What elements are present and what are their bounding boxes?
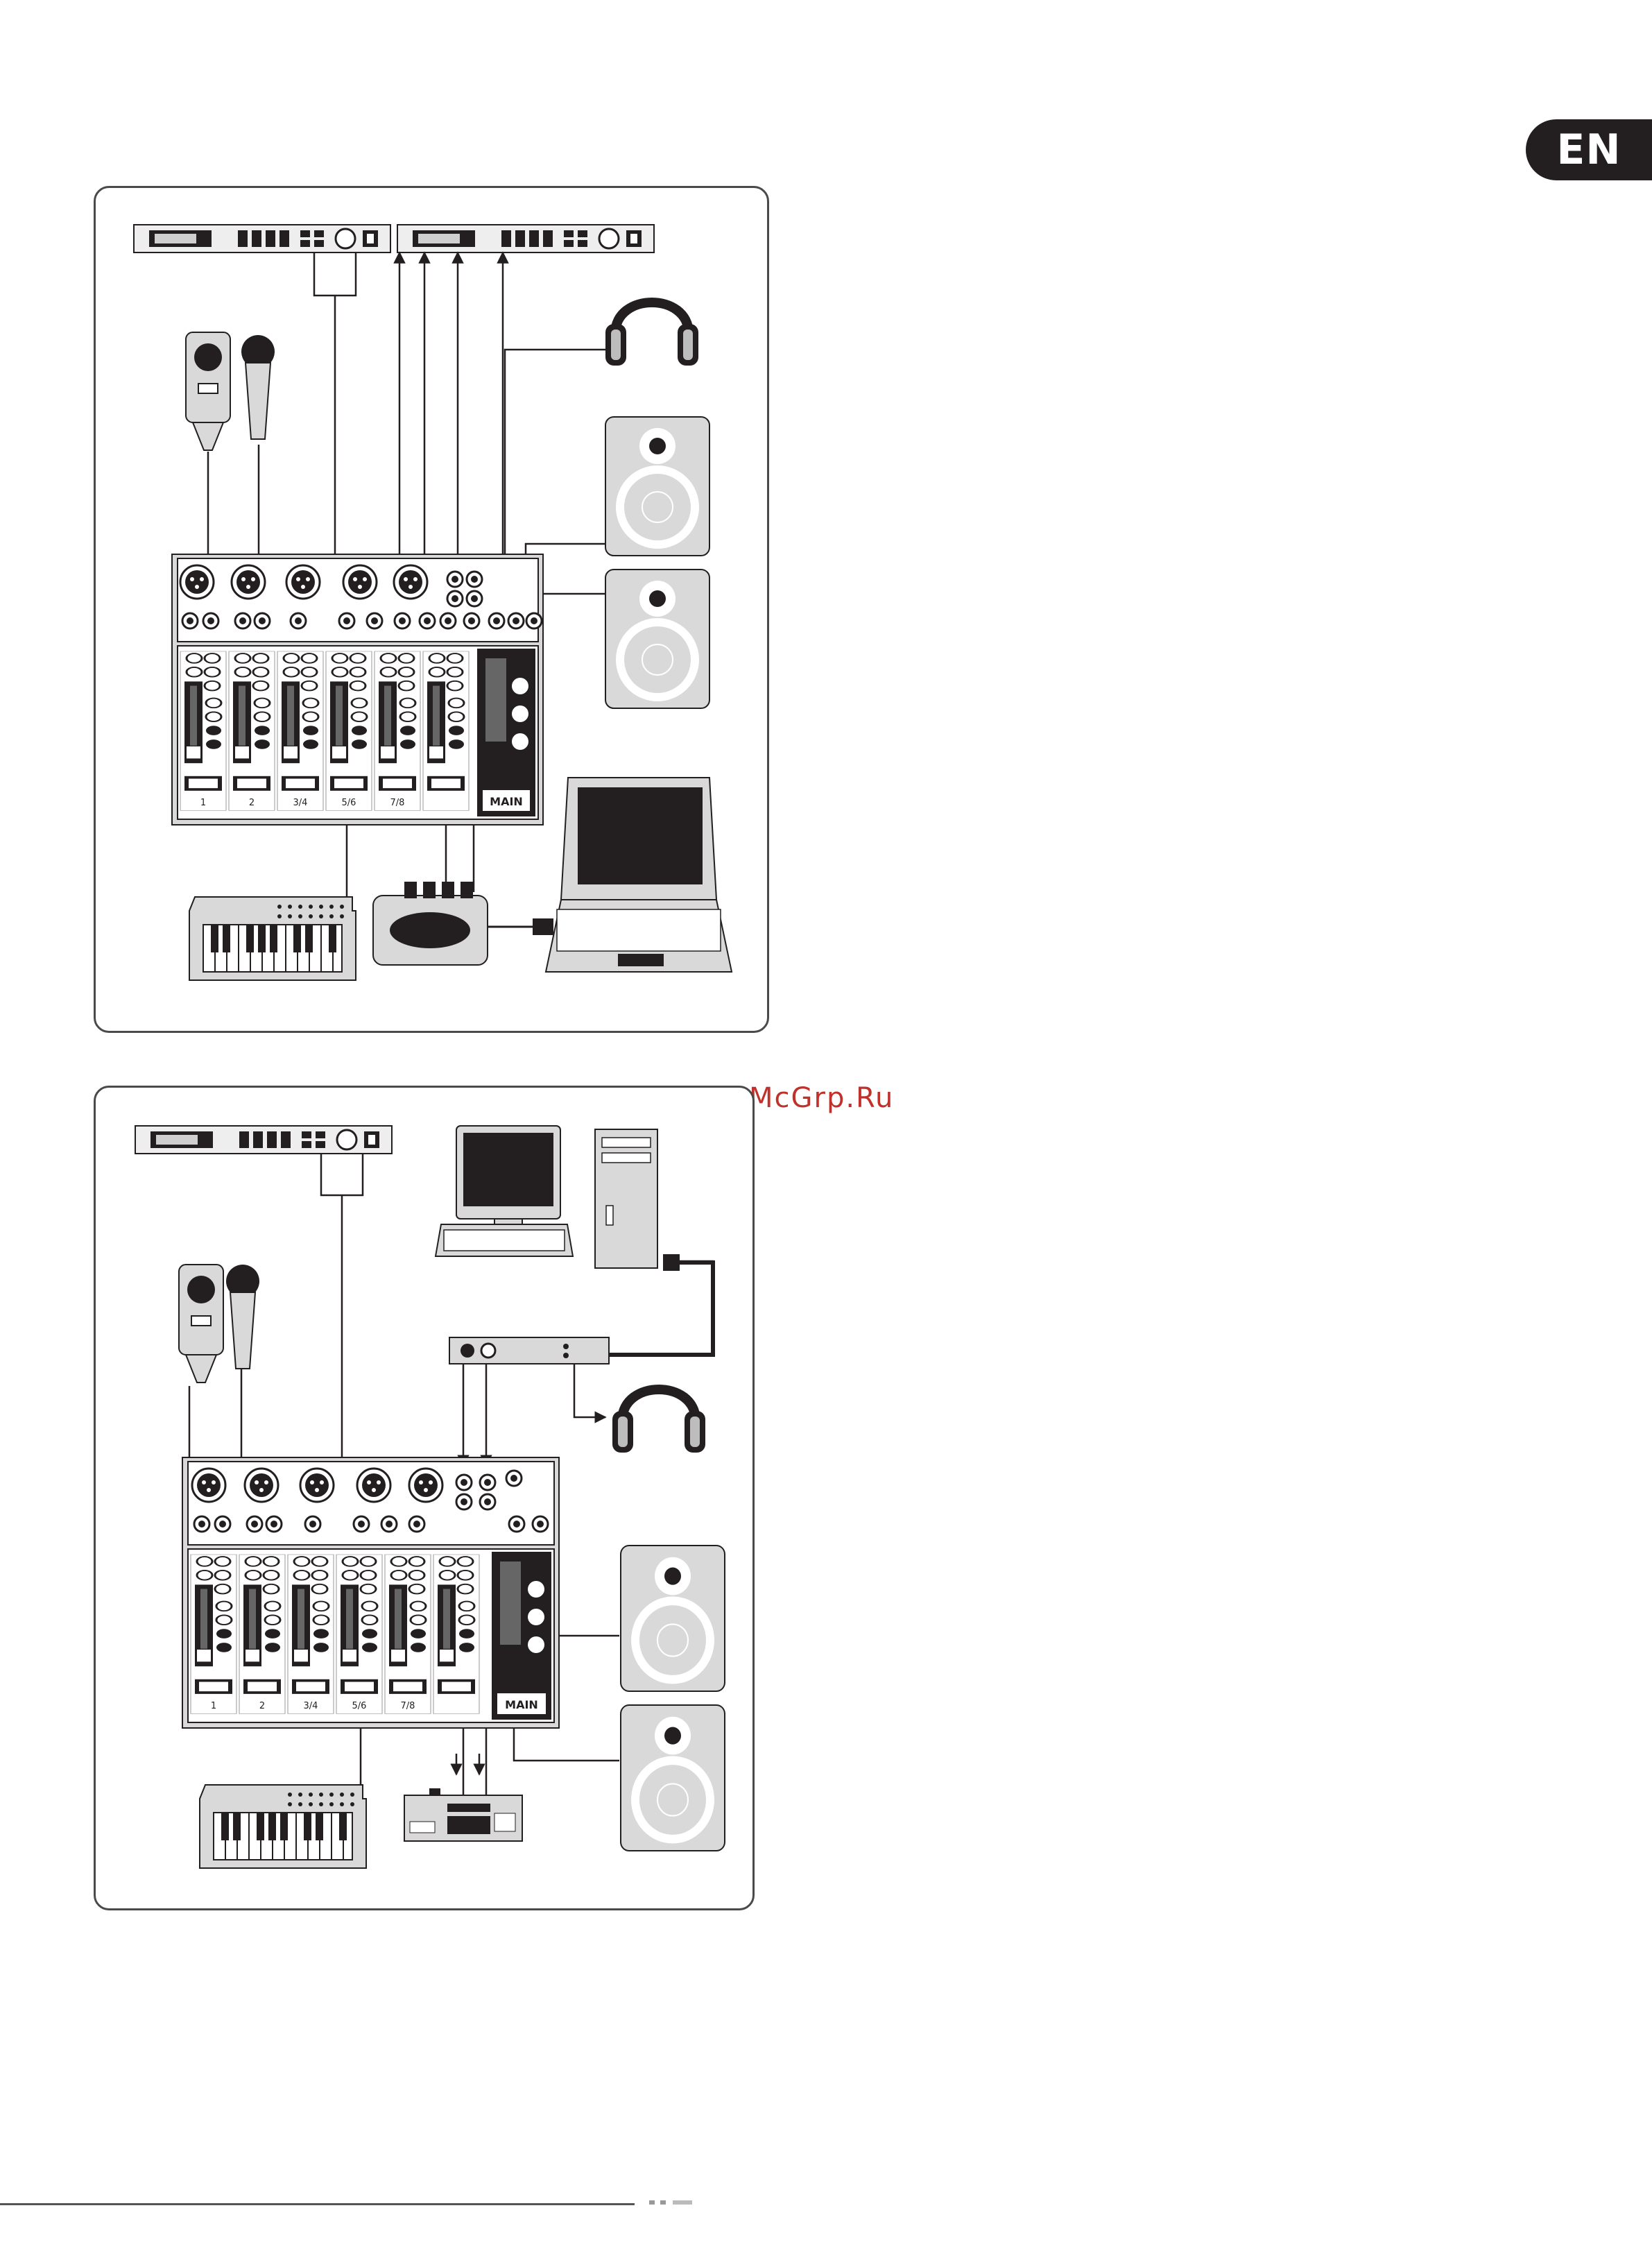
effects-processor-rack-icon xyxy=(135,1126,392,1154)
channel-label-3-4: 3/4 xyxy=(293,798,308,808)
recorder-icon xyxy=(404,1788,522,1841)
footer-rule xyxy=(0,2203,635,2205)
channel-label-5-6: 5/6 xyxy=(342,798,356,808)
midi-keyboard-icon xyxy=(189,897,356,980)
connection-diagram-2: MAIN 1 2 3/4 5/6 7/8 xyxy=(94,1086,755,1910)
channel-label-5-6: 5/6 xyxy=(352,1701,367,1711)
dynamic-microphone-icon xyxy=(226,1265,259,1369)
desktop-keyboard-icon xyxy=(436,1224,573,1256)
mixer: MAIN 1 2 3/4 5/6 7/8 xyxy=(172,554,543,825)
channel-label-3-4: 3/4 xyxy=(304,1701,318,1711)
footer-mark xyxy=(645,2196,728,2207)
studio-monitor-bottom-icon xyxy=(621,1705,725,1851)
channel-label-7-8: 7/8 xyxy=(390,798,405,808)
effects-processor-rack-left-icon xyxy=(134,225,390,253)
midi-keyboard-icon xyxy=(200,1785,366,1868)
studio-monitor-top-icon xyxy=(605,417,709,556)
studio-monitor-bottom-icon xyxy=(605,570,709,708)
headphones-icon xyxy=(605,302,698,366)
condenser-microphone-icon xyxy=(186,332,230,450)
mixer: MAIN 1 2 3/4 5/6 7/8 xyxy=(182,1457,559,1728)
usb-audio-interface-icon xyxy=(373,882,488,965)
channel-label-1: 1 xyxy=(200,798,206,808)
studio-monitor-top-icon xyxy=(621,1546,725,1691)
mixer-main-label: MAIN xyxy=(505,1698,538,1711)
language-badge: EN xyxy=(1526,119,1652,180)
mixer-main-label: MAIN xyxy=(490,795,523,808)
laptop-icon xyxy=(546,778,732,972)
effects-processor-rack-right-icon xyxy=(397,225,654,253)
dynamic-microphone-icon xyxy=(241,335,275,439)
channel-label-2: 2 xyxy=(259,1701,265,1711)
headphones-icon xyxy=(612,1389,705,1453)
channel-label-7-8: 7/8 xyxy=(401,1701,415,1711)
condenser-microphone-icon xyxy=(179,1265,223,1383)
channel-label-1: 1 xyxy=(211,1701,216,1711)
usb-audio-interface-icon xyxy=(449,1337,609,1364)
desktop-monitor-icon xyxy=(456,1126,560,1238)
connection-diagram-1: MAIN 1 2 3/4 5/6 7/8 xyxy=(94,186,769,1033)
tower-pc-icon xyxy=(595,1129,657,1268)
channel-label-2: 2 xyxy=(249,798,255,808)
watermark: McGrp.Ru xyxy=(749,1082,894,1114)
